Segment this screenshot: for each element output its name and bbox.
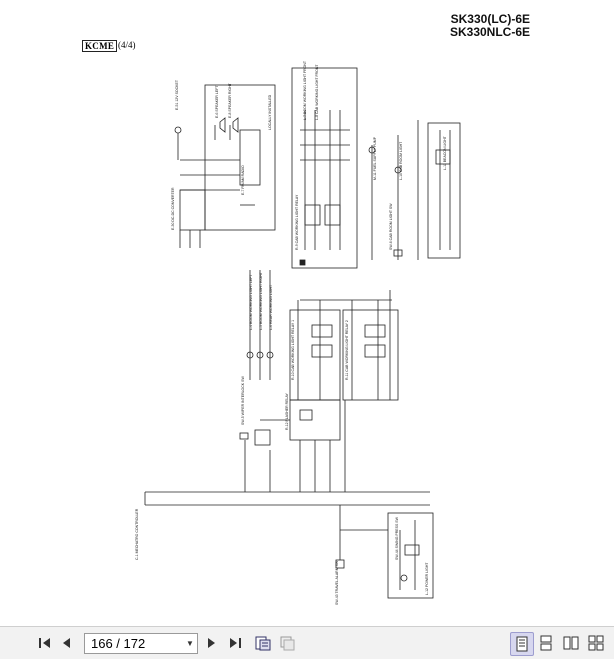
radio-box (204, 84, 276, 231)
label-boom-left: L-4 BOOM WORKING LIGHT LEFT (249, 274, 253, 330)
label-work-front2: L-8 CAB WORKING LIGHT FRONT (315, 64, 319, 120)
label-locally: LOCALLY INSTALLED (268, 94, 272, 130)
label-boom-right: L-5 BOOM WORKING LIGHT RIGHT (259, 271, 263, 330)
swing-press-box (387, 512, 434, 599)
page-number-value: 166 / 172 (91, 636, 146, 651)
print-icon[interactable] (276, 632, 298, 654)
label-work-front: L-7 BOOM WORKING LIGHT FRONT (303, 60, 307, 120)
sheet-indicator: (4/4) (118, 40, 136, 50)
label-relay2: R-11 CAB WORKING LIGHT RELAY 2 (345, 320, 349, 380)
viewer-toolbar: 166 / 172 ▼ (0, 626, 614, 659)
label-relay1: R-10 CAB WORKING LIGHT RELAY 1 (291, 320, 295, 380)
label-converter: E-30 DC-DC CONVERTER (171, 187, 175, 230)
label-swing-press: SW-44 SWING PRESS SW (395, 516, 399, 560)
model-title-2: SK330NLC-6E (449, 25, 530, 39)
wiring-diagram: E-30 DC-DC CONVERTER E-51 12V SOCKET E-6… (135, 60, 461, 605)
previous-page-icon[interactable] (56, 632, 78, 654)
label-power-light: L-12 POWER LIGHT (425, 562, 429, 595)
label-controller: C-1 MECHATRO CONTROLLER (135, 508, 139, 560)
first-page-icon[interactable] (34, 632, 56, 654)
label-flasher: R-12 FLASHER RELAY (285, 392, 289, 430)
label-travel-alarm: SW-43 TRAVEL ALARM SW (335, 560, 339, 605)
single-page-view-icon[interactable] (510, 632, 534, 656)
brand-box: KCME (82, 40, 118, 52)
relay-block-2 (342, 309, 399, 401)
two-page-view-icon[interactable] (560, 632, 582, 654)
flasher-relay (289, 399, 341, 441)
beacon-box (427, 122, 461, 259)
page-number-select[interactable]: 166 / 172 ▼ (84, 633, 198, 654)
label-room-light: L-10 CAB ROOM LIGHT (399, 141, 403, 180)
relay-block-1 (289, 309, 341, 401)
continuous-view-icon[interactable] (535, 632, 557, 654)
document-page: SK330(LC)-6E SK330NLC-6E KCME (4/4) (82, 12, 530, 605)
model-title-1: SK330(LC)-6E (450, 12, 530, 26)
next-page-icon[interactable] (200, 632, 222, 654)
two-page-continuous-view-icon[interactable] (585, 632, 607, 654)
label-speaker-right: E-8 SPEAKER RIGHT (228, 82, 232, 118)
label-socket: E-51 12V SOCKET (175, 79, 179, 110)
amfm-unit (239, 129, 261, 186)
label-amfm: E-7 FM/AM RADIO (241, 165, 245, 195)
save-copy-icon[interactable] (252, 632, 274, 654)
label-speaker-left: E-6 SPEAKER LEFT (215, 85, 219, 118)
label-wiper-sw: SW-5 WIPER INTERLOCK SW (241, 376, 245, 425)
last-page-icon[interactable] (224, 632, 246, 654)
label-beacon: L-11 BEACON LIGHT (443, 135, 447, 170)
work-light-box (291, 67, 358, 269)
label-work-relay: R-9 CAB WORKING LIGHT RELAY (295, 194, 299, 250)
label-rear-light: L-6 REAR WORKING LIGHT (269, 284, 273, 330)
chevron-down-icon[interactable]: ▼ (186, 639, 194, 648)
label-fuel-pump: M-11 FUEL SUPPLY PUMP (373, 136, 377, 180)
label-room-light-sw: SW-6 CAB ROOM LIGHT SW (389, 203, 393, 250)
